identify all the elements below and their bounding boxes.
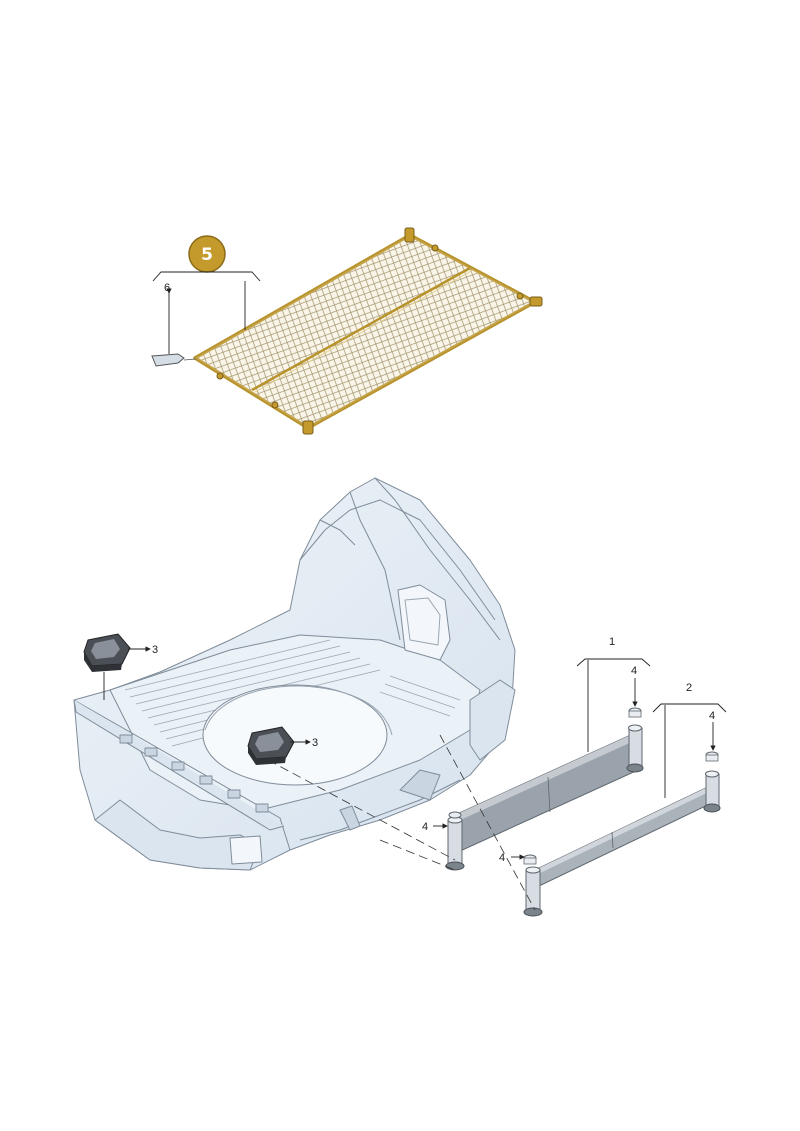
callout-2: 2 [686,682,692,694]
callout-3-center: 3 [312,737,318,749]
fastener-clip-center [247,726,295,765]
retaining-hook [151,353,197,367]
callout-1: 1 [609,636,615,648]
callout-4-d: 4 [499,852,505,864]
callout-5: 5 [201,245,213,265]
part-badge-5: 5 [188,235,226,273]
net-hook [216,227,543,435]
callout-4-b: 4 [709,710,715,722]
fastener-clip-left [83,633,131,672]
leader-lines-top [152,271,261,354]
cargo-net [193,227,543,435]
callout-4-a: 4 [631,665,637,677]
callout-6: 6 [164,282,170,294]
cargo-divider-2 [523,751,721,917]
mounting-lines [267,734,536,911]
callout-3-left: 3 [152,644,158,656]
callout-4-c: 4 [422,821,428,833]
vehicle-rear-body [73,477,516,871]
leader-lines [103,646,727,860]
